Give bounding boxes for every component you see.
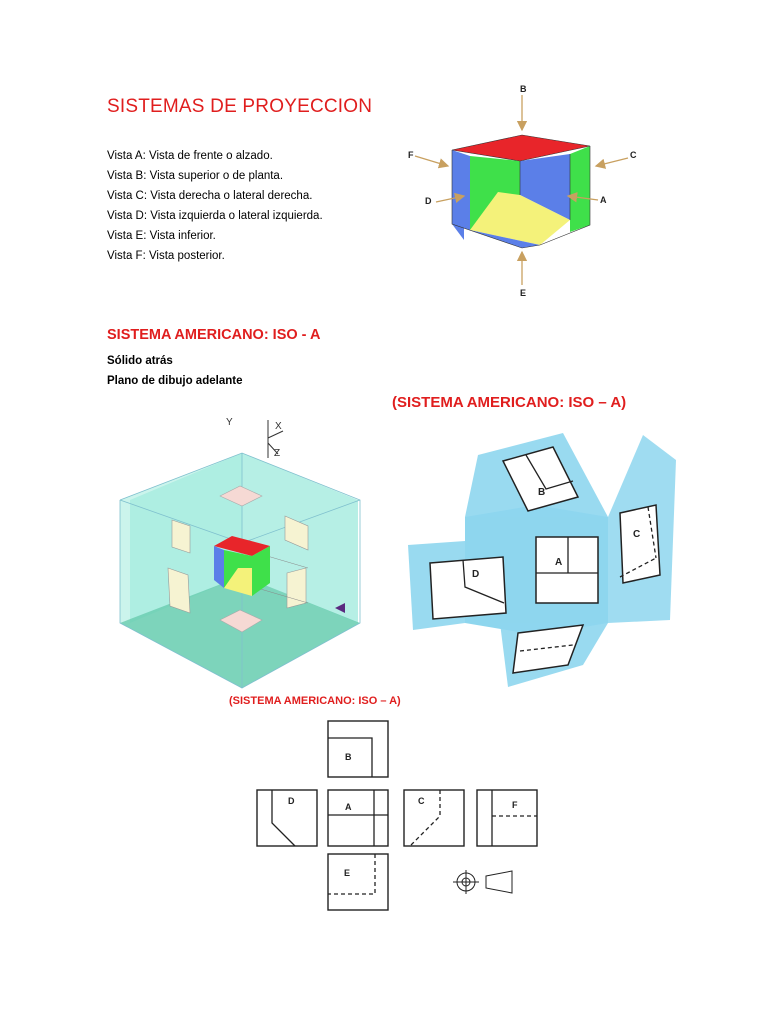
ortho-label-f: F (512, 800, 518, 810)
unfold-label-a: A (555, 557, 562, 568)
arrow-a (566, 192, 599, 203)
view-c-text: Vista C: Vista derecha o lateral derecha… (107, 190, 313, 202)
unfolded-box-figure: B A C D (408, 433, 676, 687)
cube-left-face-2 (452, 150, 470, 230)
views-list: Vista A: Vista de frente o alzado. Vista… (107, 146, 323, 266)
section-title: SISTEMA AMERICANO: ISO - A (107, 327, 321, 343)
top-plane-view (219, 485, 263, 507)
view-e-text: Vista E: Vista inferior. (107, 230, 216, 242)
view-a-text: Vista A: Vista de frente o alzado. (107, 150, 273, 162)
cube-label-a: A (600, 195, 607, 205)
ortho-label-d: D (288, 796, 295, 806)
cube-inner-blue-face (520, 154, 570, 220)
bottom-plane-view (219, 609, 263, 633)
cube-label-f: F (408, 150, 414, 160)
cube-label-b: B (520, 84, 527, 94)
axis-x-label: X (275, 421, 282, 432)
view-e-square (512, 624, 585, 674)
ortho-view-d (256, 789, 318, 847)
view-d-text: Vista D: Vista izquierda o lateral izqui… (107, 210, 323, 222)
unfold-label-d: D (472, 569, 479, 580)
ortho-label-c: C (418, 796, 425, 806)
ortho-view-f (476, 789, 538, 847)
inner-cube-top (214, 536, 270, 556)
cube-label-c: C (630, 150, 637, 160)
cube-yellow-face (470, 192, 570, 245)
view-c-square (619, 504, 661, 584)
ortho-label-e: E (344, 868, 350, 878)
left-plane-view-d (167, 567, 191, 614)
cube-front-blue-face (452, 224, 540, 248)
arrow-c (594, 157, 629, 169)
ortho-view-b (327, 720, 389, 778)
ortho-label-b: B (345, 752, 352, 762)
isometric-cube-figure: B F C D A E (408, 84, 637, 298)
view-f-text: Vista F: Vista posterior. (107, 250, 225, 262)
ortho-view-a (327, 789, 389, 847)
axis-z-label: Z (274, 448, 280, 459)
view-a-square (535, 536, 599, 604)
front-plane-view-a (286, 567, 307, 609)
axis-y-label: Y (226, 417, 233, 428)
cube-right-green-face (570, 146, 590, 232)
inner-cube-yellow (224, 568, 252, 596)
arrow-f (414, 155, 450, 169)
ortho-label-a: A (345, 802, 352, 812)
cube-top-face (452, 135, 590, 161)
right-plane-view-c (284, 515, 309, 551)
projection-symbol-icon (453, 870, 513, 894)
arrow-d (435, 192, 466, 203)
ortho-caption: (SISTEMA AMERICANO: ISO – A) (229, 695, 401, 707)
section-lines: Sólido atrás Plano de dibujo adelante (107, 351, 242, 391)
eye-icon (335, 603, 345, 613)
unfold-caption: (SISTEMA AMERICANO: ISO – A) (392, 394, 627, 411)
cube-green-face (470, 156, 520, 230)
cube-label-e: E (520, 288, 526, 298)
left-plane-view-f (171, 519, 191, 554)
page-title: SISTEMAS DE PROYECCION (107, 96, 373, 117)
inner-cube-right (252, 546, 270, 596)
inner-cube-left (214, 546, 224, 588)
unfold-label-c: C (633, 529, 640, 540)
unfold-label-b: B (538, 487, 545, 498)
ortho-view-c (403, 789, 465, 847)
ortho-view-e (327, 853, 389, 911)
section-line-1: Sólido atrás (107, 355, 173, 367)
cube-label-d: D (425, 196, 432, 206)
view-b-text: Vista B: Vista superior o de planta. (107, 170, 284, 182)
section-line-2: Plano de dibujo adelante (107, 375, 243, 387)
orthographic-views-figure: B D A C F E (256, 720, 538, 911)
glass-box-figure: Y X Z (119, 417, 361, 689)
